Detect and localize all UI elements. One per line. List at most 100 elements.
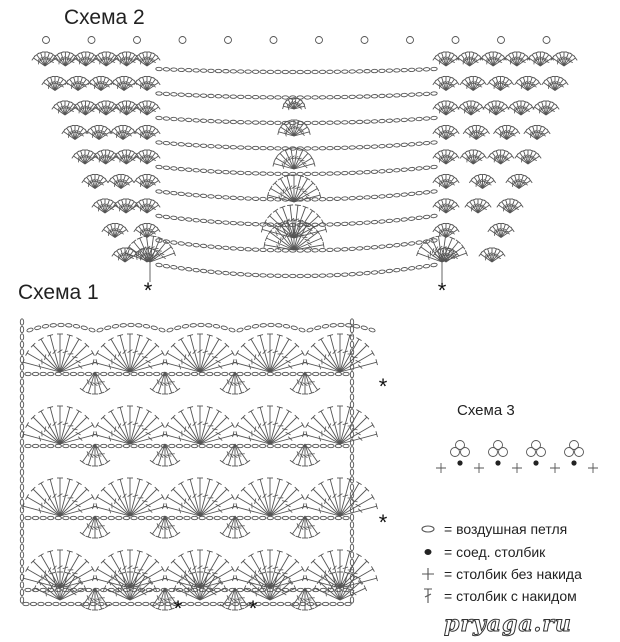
chain-stitch — [92, 515, 100, 521]
double-crochet — [293, 175, 302, 203]
chain-stitch — [281, 443, 290, 449]
chain-stitch — [422, 165, 431, 170]
chain-stitch — [400, 167, 408, 172]
double-crochet — [129, 581, 152, 601]
chain-stitch — [299, 601, 307, 607]
chain-stitch — [378, 68, 386, 73]
chain-stitch — [274, 95, 282, 100]
chain-stitch — [237, 120, 245, 125]
chain-stitch — [318, 222, 327, 227]
shell-fan — [459, 75, 487, 91]
chain-stitch — [54, 587, 62, 593]
shell-fan — [92, 149, 120, 165]
double-crochet — [114, 576, 131, 601]
double-crochet — [189, 479, 201, 517]
chain-stitch — [341, 170, 349, 176]
chain-stitch — [228, 371, 237, 377]
chain-stitch — [229, 220, 237, 226]
center-bell-fan — [272, 147, 316, 170]
chain-stitch — [130, 443, 138, 449]
double-crochet — [445, 180, 458, 189]
picot — [178, 36, 187, 44]
chain-stitch — [158, 327, 166, 333]
chain-stitch — [430, 66, 438, 72]
shell-fan — [91, 198, 119, 214]
double-crochet — [98, 131, 111, 140]
chain-stitch — [19, 453, 25, 461]
chain-stitch — [222, 169, 230, 175]
chain-stitch — [259, 171, 267, 176]
chain-stitch — [385, 168, 394, 173]
chain-stitch — [356, 145, 364, 150]
double-crochet — [129, 554, 150, 589]
chain-stitch — [199, 118, 208, 123]
shell-fan — [482, 100, 510, 116]
double-crochet — [59, 338, 80, 373]
chain-stitch — [259, 95, 267, 100]
double-crochet — [304, 515, 318, 535]
chain-stitch — [100, 443, 108, 449]
double-crochet — [438, 236, 443, 263]
chain-stitch — [142, 324, 151, 329]
chain-stitch — [385, 193, 394, 199]
double-crochet — [163, 505, 201, 517]
double-crochet — [149, 246, 172, 263]
chain-stitch — [177, 117, 185, 122]
double-crochet — [26, 568, 61, 589]
chain-stitch — [31, 371, 40, 377]
chain-stitch — [370, 270, 379, 275]
chain-stitch — [232, 601, 240, 607]
chain-stitch — [177, 241, 185, 246]
chain-stitch — [333, 94, 342, 100]
chain-stitch — [274, 273, 282, 278]
chain-stitch — [269, 601, 277, 607]
chain-stitch — [175, 371, 184, 377]
chain-stitch — [312, 443, 320, 449]
double-crochet — [59, 554, 80, 589]
double-crochet — [94, 443, 108, 463]
double-crochet — [284, 149, 295, 170]
chain-stitch — [281, 197, 290, 202]
chain-stitch — [214, 194, 223, 200]
double-crochet — [259, 479, 271, 517]
double-crochet — [129, 577, 167, 589]
legend-single-crochet-label: = столбик без накида — [444, 566, 582, 582]
double-crochet — [102, 488, 131, 517]
double-crochet — [96, 568, 131, 589]
picot — [42, 36, 50, 44]
chain-stitch — [84, 515, 93, 521]
chain-stitch — [77, 443, 85, 449]
double-crochet — [242, 416, 271, 445]
chain-stitch — [319, 587, 327, 593]
chain-stitch — [393, 218, 401, 223]
double-crochet — [293, 222, 308, 251]
double-crochet — [293, 206, 306, 239]
chain-stitch — [333, 145, 342, 151]
double-crochet — [152, 371, 166, 391]
chain-stitch — [422, 214, 431, 220]
chain-stitch — [19, 333, 25, 341]
chain-stitch — [368, 327, 376, 333]
double-crochet — [242, 344, 271, 373]
chain-stitch — [341, 221, 349, 227]
double-crochet — [274, 182, 295, 203]
chain-stitch — [205, 323, 213, 328]
chain-stitch — [100, 515, 108, 521]
chain-stitch — [408, 216, 416, 221]
double-crochet — [269, 231, 295, 251]
chain-stitch — [349, 348, 355, 356]
double-crochet — [26, 496, 61, 517]
chain-stitch — [166, 327, 174, 333]
double-crochet — [174, 587, 201, 601]
chain-stitch — [415, 215, 423, 221]
chain-stitch — [44, 601, 53, 607]
double-crochet — [236, 352, 271, 373]
chain-stitch — [181, 324, 190, 329]
chain-stitch — [378, 93, 386, 99]
chain-stitch — [334, 371, 343, 377]
shell-fan — [550, 51, 578, 67]
chain-stitch — [155, 66, 163, 72]
double-crochet — [492, 57, 505, 67]
double-crochet — [293, 131, 310, 137]
picot — [497, 36, 505, 44]
